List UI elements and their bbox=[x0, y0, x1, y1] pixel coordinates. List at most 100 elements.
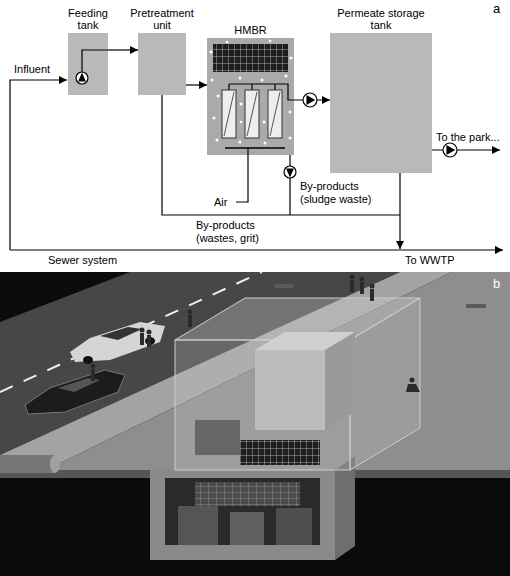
tank-box: HMBR bbox=[207, 38, 294, 155]
flow-line bbox=[432, 149, 500, 150]
panel-ground bbox=[0, 0, 510, 272]
scene-illustration bbox=[100, 327, 142, 340]
scene-illustration bbox=[276, 508, 312, 545]
flow-line bbox=[399, 173, 400, 249]
flow-line bbox=[10, 80, 67, 250]
scene-illustration bbox=[335, 456, 355, 560]
scene-illustration bbox=[230, 512, 264, 545]
flow-arrow bbox=[186, 84, 207, 85]
flow-line bbox=[236, 148, 248, 202]
flow-line bbox=[10, 249, 503, 250]
air-bubble bbox=[264, 142, 267, 145]
air-bubble bbox=[213, 117, 216, 120]
pump-symbol bbox=[303, 93, 317, 107]
scene-illustration bbox=[147, 330, 152, 335]
pump-symbol bbox=[447, 146, 454, 154]
scene-illustration bbox=[140, 333, 144, 345]
tank-heading: Pretreatment unit bbox=[124, 7, 200, 31]
scene-illustration bbox=[0, 272, 452, 470]
scene-illustration bbox=[360, 277, 365, 282]
tank-heading: HMBR bbox=[221, 24, 281, 36]
membrane-module bbox=[213, 44, 294, 148]
flow-label: Sewer system bbox=[48, 254, 117, 267]
scene-illustration bbox=[406, 384, 420, 392]
air-bubble bbox=[226, 41, 229, 44]
scene-illustration bbox=[0, 455, 55, 473]
pump-symbol bbox=[79, 74, 85, 81]
pump-symbol bbox=[76, 72, 88, 84]
pump-symbol bbox=[284, 166, 296, 178]
air-bubble bbox=[263, 121, 266, 124]
air-bubble bbox=[290, 57, 293, 60]
air-bubble bbox=[217, 95, 220, 98]
scene-illustration bbox=[370, 289, 374, 301]
air-bubble bbox=[285, 75, 288, 78]
scene-illustration bbox=[350, 275, 355, 280]
tank-fill bbox=[207, 38, 294, 155]
scene-illustration bbox=[255, 332, 355, 350]
scene-illustration bbox=[0, 272, 510, 576]
flow-line bbox=[10, 50, 503, 250]
connector-layer bbox=[108, 50, 330, 100]
membrane-module bbox=[224, 92, 280, 136]
pump-symbol bbox=[443, 143, 457, 157]
flow-line bbox=[82, 50, 108, 72]
scene-illustration bbox=[46, 272, 510, 470]
scene-illustration bbox=[275, 284, 293, 288]
scene-illustration bbox=[466, 304, 486, 308]
scene-illustration bbox=[147, 335, 151, 347]
scene-illustration bbox=[150, 470, 335, 560]
tank-box: Feeding tank bbox=[68, 33, 108, 95]
scene-illustration bbox=[25, 370, 125, 414]
membrane-module bbox=[225, 147, 285, 149]
scene-illustration bbox=[70, 322, 165, 362]
air-bubble bbox=[216, 139, 219, 142]
scene-illustration bbox=[91, 364, 96, 369]
scene-illustration bbox=[188, 310, 193, 315]
scene-illustration bbox=[178, 506, 218, 545]
tank-box: Permeate storage tank bbox=[330, 33, 432, 173]
scene-illustration bbox=[188, 315, 192, 327]
flow-arrow bbox=[108, 49, 138, 50]
scene-illustration bbox=[50, 455, 60, 473]
tank-fill bbox=[68, 33, 432, 173]
scene-illustration bbox=[91, 369, 95, 381]
scene-illustration bbox=[410, 378, 415, 383]
scene-illustration bbox=[140, 328, 145, 333]
scene-illustration bbox=[0, 272, 510, 576]
membrane-module bbox=[229, 84, 294, 100]
air-bubble bbox=[211, 79, 214, 82]
pump-symbol bbox=[287, 169, 293, 176]
flow-label: By-products (wastes, grit) bbox=[196, 219, 278, 245]
tank-heading: Feeding tank bbox=[58, 7, 118, 31]
air-bubble bbox=[261, 79, 264, 82]
air-bubble bbox=[239, 77, 242, 80]
flow-label: a bbox=[493, 2, 500, 15]
air-bubble bbox=[289, 111, 292, 114]
scene-illustration bbox=[370, 284, 375, 289]
scene-illustration bbox=[175, 340, 350, 470]
scene-illustration bbox=[255, 350, 325, 430]
pump-symbol bbox=[307, 96, 314, 104]
flow-line bbox=[162, 95, 400, 215]
flow-label: To WWTP bbox=[405, 254, 455, 267]
scene-illustration bbox=[91, 275, 421, 393]
tank-fill bbox=[68, 33, 108, 95]
scene-illustration bbox=[360, 282, 364, 294]
flow-line bbox=[289, 155, 290, 215]
scene-illustration bbox=[240, 440, 320, 465]
flow-label: Air bbox=[214, 196, 227, 209]
air-bubble bbox=[210, 51, 213, 54]
scene-illustration bbox=[195, 420, 240, 455]
flow-label: Influent bbox=[14, 63, 50, 76]
flow-label: By-products (sludge waste) bbox=[300, 180, 384, 206]
air-bubble bbox=[210, 40, 293, 145]
flow-label: To the park... bbox=[436, 131, 500, 144]
air-bubble bbox=[240, 103, 243, 106]
scene-illustration bbox=[83, 356, 93, 364]
scene-illustration bbox=[350, 298, 420, 470]
scene-illustration bbox=[350, 280, 354, 292]
scene-illustration bbox=[195, 482, 300, 506]
membrane-module bbox=[213, 44, 288, 72]
